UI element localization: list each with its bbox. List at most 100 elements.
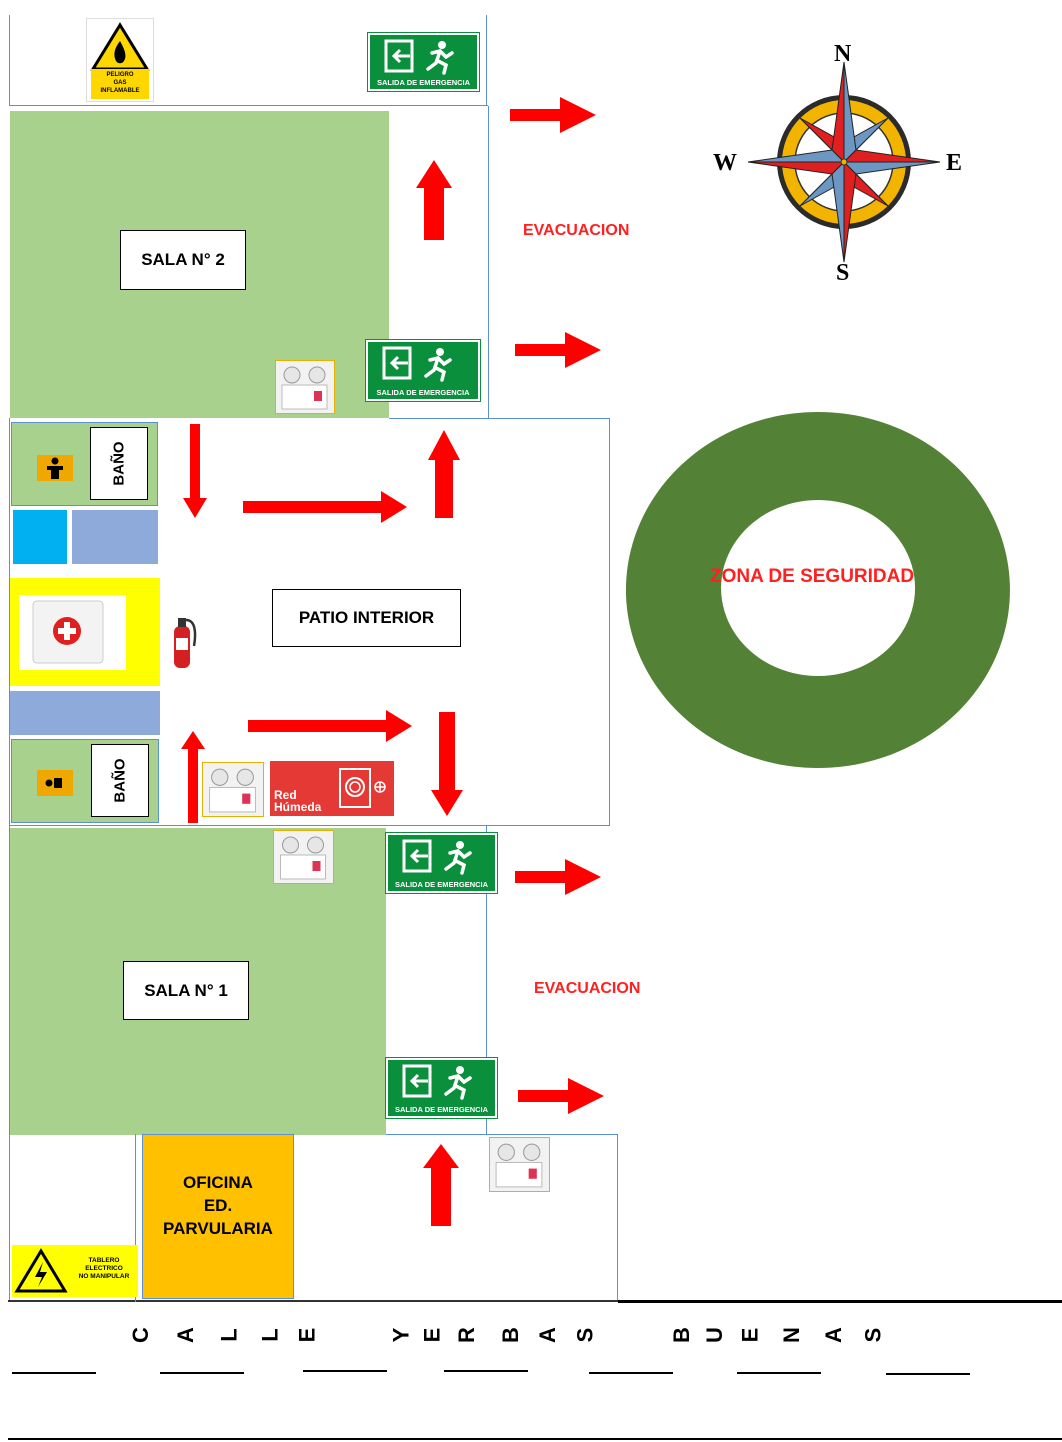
street-letter: L — [257, 1328, 283, 1342]
emergency-light-icon — [280, 836, 326, 880]
street-letter: E — [419, 1327, 445, 1343]
exit-running-person-icon — [402, 839, 472, 875]
arrow-down-bano — [183, 424, 207, 518]
lane-mark — [737, 1372, 821, 1374]
wall-right-upper — [488, 106, 489, 418]
exit-running-person-icon — [382, 346, 452, 382]
emergency-light-icon — [281, 366, 328, 410]
fire-hose-icon — [339, 768, 386, 808]
wall-left-top — [9, 15, 10, 105]
street-letter: S — [572, 1327, 598, 1343]
emergency-light-sala2 — [275, 360, 335, 414]
sala-1-label: SALA N° 1 — [123, 961, 249, 1020]
exit-sign-sala1-bottom: SALIDA DE EMERGENCIA — [385, 1057, 498, 1119]
arrow-up-sala2 — [416, 160, 452, 240]
safety-zone-ring — [625, 412, 1010, 768]
evacuation-label-bottom: EVACUACION — [534, 980, 641, 997]
arrow-up-bottom — [423, 1144, 459, 1226]
fire-extinguisher-icon — [174, 618, 197, 668]
arrow-right-top — [510, 97, 596, 133]
exit-sign-text: SALIDA DE EMERGENCIA — [376, 388, 470, 397]
bano-top-label: BAÑO — [90, 427, 148, 500]
person-icon — [47, 457, 63, 479]
street-letter: L — [216, 1328, 242, 1342]
oficina-line2: ED. — [203, 1196, 233, 1215]
oficina-room: OFICINA ED. PARVULARIA — [142, 1134, 294, 1299]
gas-sign-line1: PELIGRO — [106, 72, 134, 78]
electric-hazard-icon — [14, 1248, 68, 1293]
electric-panel-text: TABLERO ELECTRICO NO MANIPULAR — [72, 1257, 136, 1281]
evacuation-label-top: EVACUACION — [523, 222, 630, 239]
exit-sign-text: SALIDA DE EMERGENCIA — [394, 1105, 489, 1114]
gas-sign-line3: INFLAMABLE — [100, 88, 140, 94]
wall-top-right — [486, 15, 487, 105]
wall-bottom-right — [617, 1134, 618, 1302]
street-letter: R — [453, 1327, 479, 1343]
gas-sign-text: PELIGRO GAS INFLAMABLE — [91, 69, 149, 99]
tablero-line2: ELECTRICO — [85, 1265, 123, 1272]
compass-south: S — [836, 260, 850, 286]
tablero-line3: NO MANIPULAR — [78, 1273, 130, 1280]
exit-sign-top: SALIDA DE EMERGENCIA — [367, 32, 480, 92]
arrow-right-patio-bottom — [248, 710, 412, 742]
street-edge-line — [8, 1300, 618, 1302]
cyan-box — [13, 510, 67, 564]
flammable-warning-icon — [90, 22, 150, 71]
emergency-light-patio — [202, 762, 264, 817]
oficina-label: OFICINA ED. PARVULARIA — [143, 1171, 293, 1240]
lane-mark — [12, 1372, 96, 1374]
street-letter: E — [294, 1327, 320, 1343]
bano-bottom-icon — [37, 770, 73, 796]
lane-mark — [160, 1372, 244, 1374]
wall-left-middle — [9, 418, 10, 1302]
compass-north: N — [834, 41, 852, 67]
compass-rose — [747, 61, 941, 263]
arrow-up-patio — [428, 430, 460, 518]
lane-mark — [303, 1370, 387, 1372]
street-letter: Y — [388, 1327, 414, 1343]
blue-box-top — [72, 510, 158, 564]
emergency-light-sala1 — [273, 830, 334, 884]
street-letter: B — [497, 1327, 523, 1343]
arrow-up-bano — [181, 731, 205, 823]
exit-sign-text: SALIDA DE EMERGENCIA — [376, 78, 471, 87]
street-letter: A — [820, 1327, 846, 1343]
lane-mark — [444, 1370, 528, 1372]
blue-box-bottom — [10, 691, 160, 735]
arrow-right-sala2 — [515, 332, 601, 368]
wall-top-horizontal — [9, 105, 488, 106]
wall-patio-bottom — [10, 825, 610, 826]
oficina-line1: OFICINA — [183, 1173, 253, 1192]
street-letter: N — [778, 1327, 804, 1343]
street-letter: E — [737, 1327, 763, 1343]
emergency-light-icon — [209, 768, 256, 813]
tablero-line1: TABLERO — [88, 1257, 120, 1264]
red-humeda-line1: Red — [274, 788, 297, 802]
emergency-light-bottom — [489, 1137, 550, 1192]
arrow-right-patio-top — [243, 491, 407, 523]
street-letter: B — [668, 1327, 694, 1343]
wall-patio-right — [609, 418, 610, 825]
safety-zone-label: ZONA DE SEGURIDAD — [710, 566, 915, 587]
street-letter: A — [172, 1327, 198, 1343]
gas-sign-line2: GAS — [113, 80, 127, 86]
red-humeda-sign: Red Húmeda — [270, 761, 394, 816]
patio-interior-label: PATIO INTERIOR — [272, 589, 461, 647]
street-edge-line-right — [618, 1300, 1062, 1303]
sala-2-label: SALA N° 2 — [120, 230, 246, 290]
lane-mark — [589, 1372, 673, 1374]
wall-patio-top — [389, 418, 610, 419]
street-letter: U — [701, 1327, 727, 1343]
exit-sign-text: SALIDA DE EMERGENCIA — [394, 880, 489, 889]
oficina-line3: PARVULARIA — [163, 1219, 273, 1238]
bano-bottom-label: BAÑO — [91, 744, 149, 817]
arrow-right-sala1-bottom — [518, 1078, 604, 1114]
red-humeda-line2: Húmeda — [274, 800, 322, 814]
bano-top-icon — [37, 455, 73, 481]
person-icon — [45, 778, 62, 788]
exit-sign-sala2: SALIDA DE EMERGENCIA — [365, 339, 481, 402]
street-letter: A — [534, 1327, 560, 1343]
compass-west: W — [713, 150, 737, 176]
electric-panel-sign: TABLERO ELECTRICO NO MANIPULAR — [12, 1245, 138, 1297]
